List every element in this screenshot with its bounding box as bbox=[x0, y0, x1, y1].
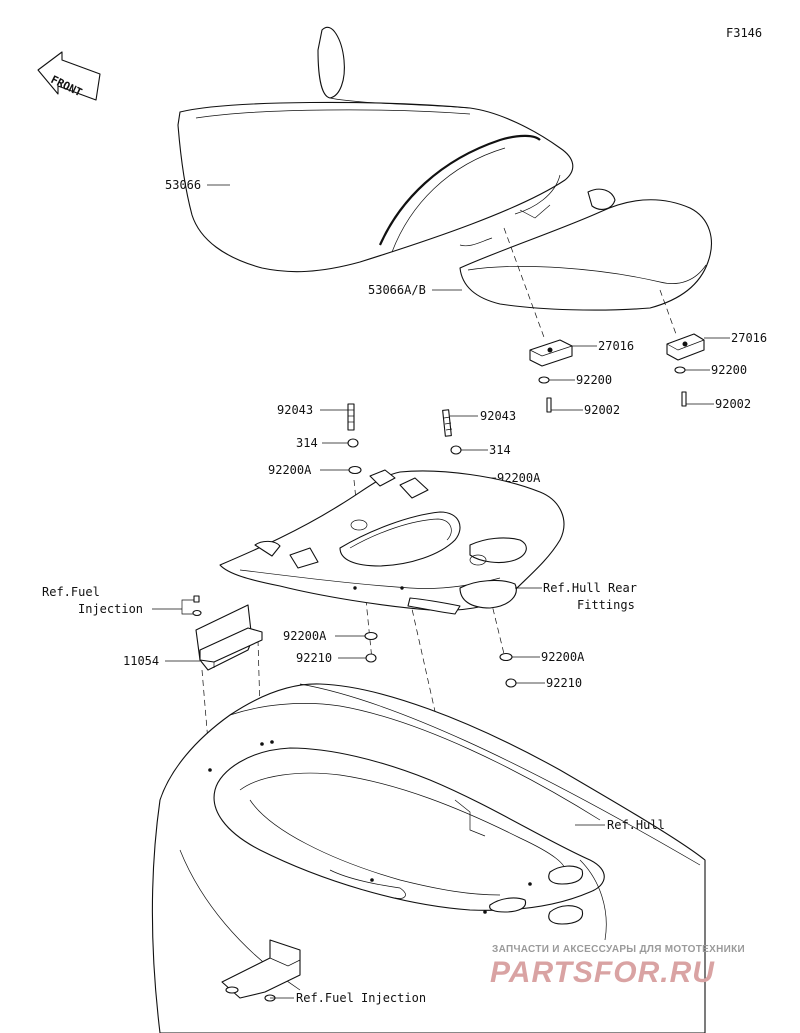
callout-92210-left: 92210 bbox=[296, 651, 332, 665]
callout-92043-right: 92043 bbox=[480, 409, 516, 423]
callout-92002-left: 92002 bbox=[584, 403, 620, 417]
front-arrow-icon: FRONT bbox=[37, 51, 101, 101]
callout-27016-right: 27016 bbox=[731, 331, 767, 345]
pad-right bbox=[666, 333, 705, 361]
callout-92200a-lower-left: 92200A bbox=[283, 629, 327, 643]
callout-11054: 11054 bbox=[123, 654, 159, 668]
seat-frame bbox=[219, 469, 565, 615]
watermark-tagline: ЗАПЧАСТИ И АКСЕССУАРЫ ДЛЯ МОТОТЕХНИКИ bbox=[492, 944, 745, 955]
callout-92200a-lower-right: 92200A bbox=[541, 650, 585, 664]
ref-hull: Ref.Hull bbox=[607, 818, 665, 832]
ref-hull-rear-fittings-line1: Ref.Hull Rear bbox=[543, 581, 637, 595]
watermark-logo-text: PARTSFOR.RU bbox=[490, 956, 715, 989]
ref-hull-rear-fittings-line2: Fittings bbox=[577, 598, 635, 612]
screw-92002-left bbox=[546, 397, 552, 413]
fuel-injection-bracket bbox=[221, 939, 301, 1002]
callout-92200a-upper-left: 92200A bbox=[268, 463, 312, 477]
washer-92200a-lower-right bbox=[499, 652, 513, 662]
ref-fuel-injection-bottom: Ref.Fuel Injection bbox=[296, 991, 426, 1005]
callout-92200-right: 92200 bbox=[711, 363, 747, 377]
seat-rear bbox=[459, 188, 712, 311]
callout-92200-left: 92200 bbox=[576, 373, 612, 387]
callout-53066ab: 53066A/B bbox=[368, 283, 426, 297]
nut-92210-right bbox=[505, 678, 517, 688]
callout-92002-right: 92002 bbox=[715, 397, 751, 411]
callout-53066: 53066 bbox=[165, 178, 201, 192]
washer-92200-left bbox=[538, 376, 550, 384]
callout-92210-right: 92210 bbox=[546, 676, 582, 690]
washer-92200a-upper-left bbox=[348, 465, 362, 475]
callout-27016-left: 27016 bbox=[598, 339, 634, 353]
pad-left bbox=[529, 339, 573, 367]
screw-92002-right bbox=[681, 391, 687, 407]
ref-fuel-injection-top-line2: Injection bbox=[78, 602, 143, 616]
seat-main bbox=[177, 27, 574, 273]
figure-id: F3146 bbox=[726, 26, 762, 40]
callout-314-right: 314 bbox=[489, 443, 511, 457]
stud-92043-left bbox=[347, 403, 355, 431]
nut-314-left bbox=[347, 438, 359, 448]
stud-92043-right bbox=[442, 409, 453, 437]
hull bbox=[151, 683, 706, 1033]
fuel-injection-fasteners bbox=[192, 595, 202, 617]
bracket-11054 bbox=[195, 604, 263, 671]
washer-92200a-lower-left bbox=[364, 631, 378, 641]
ref-fuel-injection-top-line1: Ref.Fuel bbox=[42, 585, 100, 599]
callout-314-left: 314 bbox=[296, 436, 318, 450]
nut-92210-left bbox=[365, 653, 377, 663]
callout-92043-left: 92043 bbox=[277, 403, 313, 417]
washer-92200-right bbox=[674, 366, 686, 374]
nut-314-right bbox=[450, 445, 462, 455]
